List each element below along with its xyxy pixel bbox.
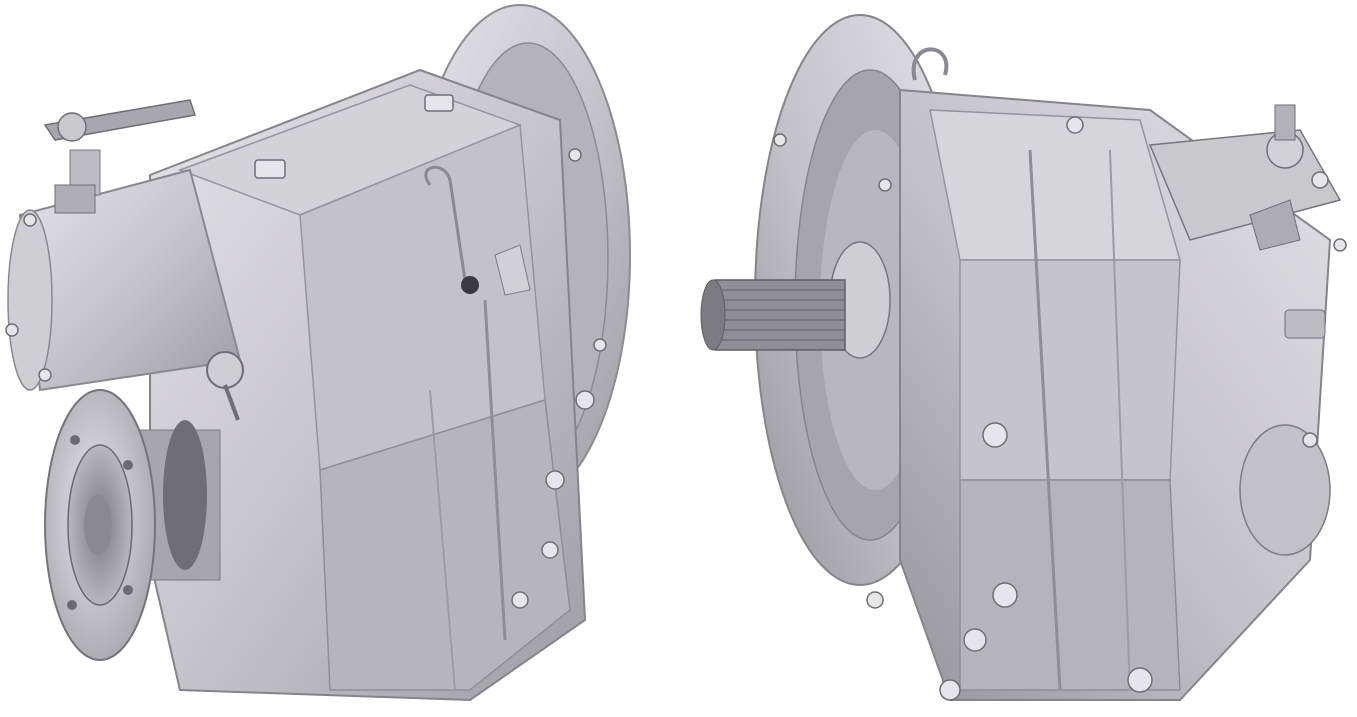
lifting-eye — [911, 47, 949, 81]
gearbox-rear-view — [5, 4, 631, 702]
output-flange — [44, 389, 221, 661]
front-housing-bolts — [773, 116, 1347, 701]
input-shaft — [700, 241, 891, 359]
control-valve-block — [1148, 104, 1342, 339]
side-lever-pivot — [206, 351, 244, 389]
control-lever — [43, 99, 196, 214]
housing-bolts — [5, 94, 607, 609]
gearbox-front-view — [700, 14, 1347, 701]
rear-output-flange — [1239, 424, 1331, 556]
dipstick — [424, 165, 531, 296]
